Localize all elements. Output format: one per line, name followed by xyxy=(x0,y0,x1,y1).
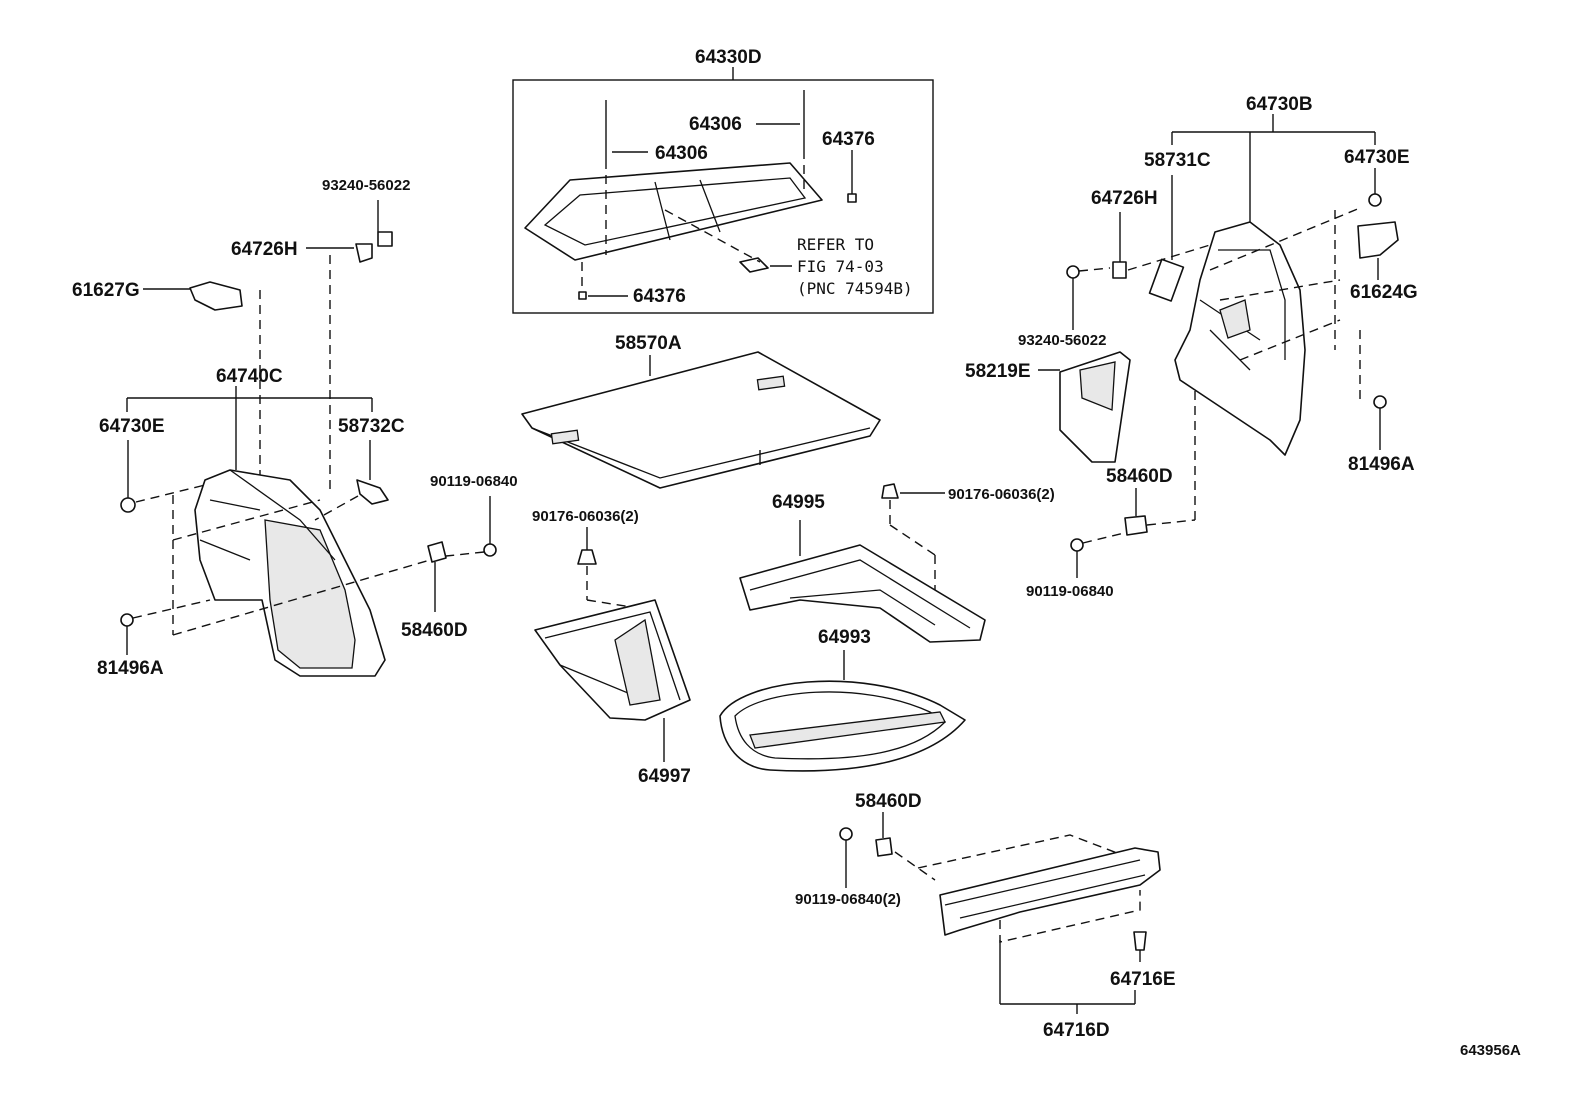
label-90119-right: 90119-06840 xyxy=(1026,583,1114,600)
clip-64726H-right xyxy=(1112,261,1127,279)
refer-line-2: FIG 74-03 xyxy=(797,257,884,276)
bolt-90119-right xyxy=(1070,538,1084,552)
package-tray-part xyxy=(524,162,823,261)
label-93240-right: 93240-56022 xyxy=(1018,332,1106,349)
label-58460D-center: 58460D xyxy=(401,620,468,641)
label-61627G: 61627G xyxy=(72,280,140,301)
mat-group: 64993 xyxy=(719,627,966,772)
bolt-93240-right xyxy=(1066,265,1080,279)
bracket-61627G xyxy=(189,281,243,311)
clip-58460D-right xyxy=(1124,515,1148,536)
label-64997: 64997 xyxy=(638,766,691,787)
label-81496A-right: 81496A xyxy=(1348,454,1415,475)
bolt-93240-left xyxy=(377,231,393,247)
label-64730B: 64730B xyxy=(1246,94,1313,115)
refer-line-1: REFER TO xyxy=(797,235,874,254)
center-box-group: 90176-06036(2) 64997 xyxy=(532,508,691,787)
label-90176-right: 90176-06036(2) xyxy=(948,486,1055,503)
label-58460D-right: 58460D xyxy=(1106,466,1173,487)
bracket-61624G xyxy=(1357,221,1399,259)
label-64306-upper: 64306 xyxy=(689,114,742,135)
clip-58460D-bottom xyxy=(875,837,893,857)
clip-64726H-left xyxy=(355,243,373,263)
label-64740C: 64740C xyxy=(216,366,283,387)
clip-64376-left xyxy=(578,291,587,300)
label-61624G: 61624G xyxy=(1350,282,1418,303)
bolt-90119-center xyxy=(445,496,497,557)
sill-plate-group: 58460D 90119-06840(2) 64716E 64716D xyxy=(795,791,1176,1041)
label-64376-right: 64376 xyxy=(822,129,875,150)
label-58460D-bottom: 58460D xyxy=(855,791,922,812)
refer-line-3: (PNC 74594B) xyxy=(797,279,913,298)
group-box-64330D xyxy=(512,79,934,314)
label-64726H-right: 64726H xyxy=(1091,188,1158,209)
clip-64730E-right xyxy=(1368,193,1382,207)
label-64995: 64995 xyxy=(772,492,825,513)
stud-64306-right xyxy=(756,90,805,190)
label-64330D: 64330D xyxy=(695,47,762,68)
label-90119-center: 90119-06840 xyxy=(430,473,518,490)
label-64716E: 64716E xyxy=(1110,969,1176,990)
label-58732C: 58732C xyxy=(338,416,405,437)
label-58570A: 58570A xyxy=(615,333,682,354)
sill-plate-64716D xyxy=(939,847,1161,936)
clip-81496A-right xyxy=(1373,395,1387,409)
label-58219E: 58219E xyxy=(965,361,1031,382)
stud-64306-left xyxy=(605,100,648,255)
clip-90176-right xyxy=(881,483,899,499)
left-side-trim-group: 93240-56022 64726H 61627G 64740C 64730E … xyxy=(72,177,518,679)
clip-90176-left xyxy=(577,549,597,565)
label-58731C: 58731C xyxy=(1144,150,1211,171)
label-64726H-left: 64726H xyxy=(231,239,298,260)
refer-tab xyxy=(739,257,769,273)
label-64306-lower: 64306 xyxy=(655,143,708,164)
deck-board-group: 58570A xyxy=(521,333,881,489)
label-81496A-left: 81496A xyxy=(97,658,164,679)
clip-58732C xyxy=(314,440,389,521)
right-side-trim-group: 64730B 58731C 64730E 64726H 61624G 93240… xyxy=(965,94,1418,600)
clip-81496A-left xyxy=(120,599,211,655)
side-box-group: 64995 90176-06036(2) xyxy=(739,483,1055,643)
label-90176-left: 90176-06036(2) xyxy=(532,508,639,525)
side-trim-64730B xyxy=(1174,221,1306,456)
cover-58731C xyxy=(1148,258,1185,302)
label-64730E-left: 64730E xyxy=(99,416,165,437)
label-64730E-right: 64730E xyxy=(1344,147,1410,168)
clip-58460D-center xyxy=(427,541,447,612)
bolt-90119-bottom xyxy=(839,827,853,841)
clip-64716E xyxy=(1133,931,1147,951)
label-64716D: 64716D xyxy=(1043,1020,1110,1041)
label-64376-left: 64376 xyxy=(633,286,686,307)
figure-code: 643956A xyxy=(1460,1042,1521,1059)
label-90119-bottom: 90119-06840(2) xyxy=(795,891,901,908)
label-93240-left: 93240-56022 xyxy=(322,177,410,194)
package-tray-group: 64330D 64306 64306 64376 64376 REFER TO … xyxy=(512,47,934,314)
clip-64376-right xyxy=(847,193,857,203)
clip-64730E-left xyxy=(120,440,206,513)
label-64993: 64993 xyxy=(818,627,871,648)
